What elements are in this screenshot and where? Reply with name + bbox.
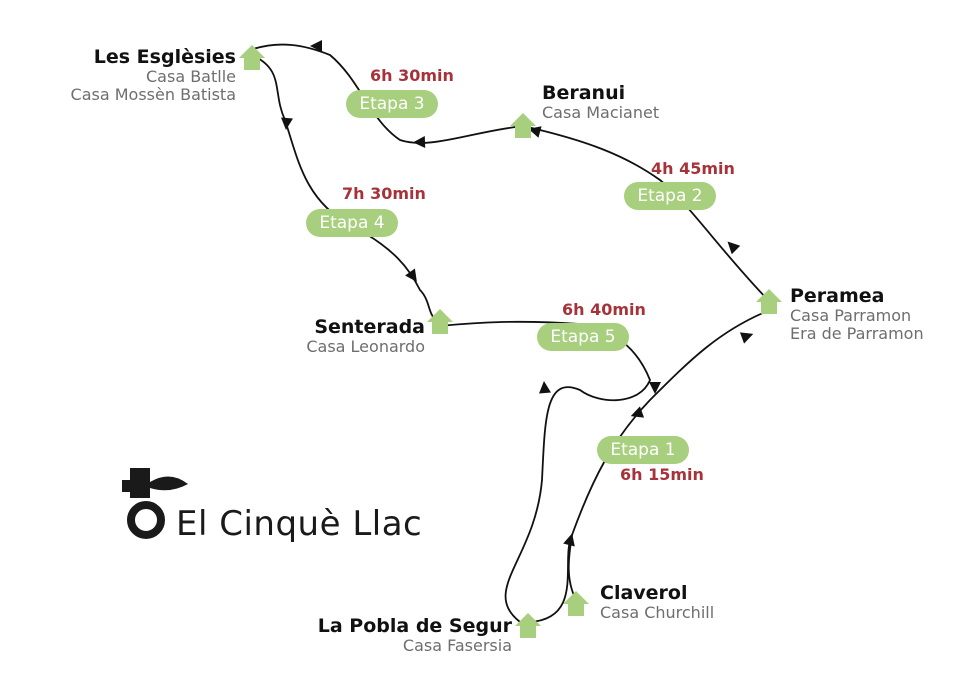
town-markers (239, 45, 782, 638)
house-icon (510, 113, 536, 138)
town-claverol: Claverol Casa Churchill (600, 584, 714, 621)
arrowhead-icon (739, 332, 754, 344)
lodging-name: Casa Macianet (542, 103, 660, 122)
brand-name: El Cinquè Llac (176, 504, 423, 544)
arrowhead-icon (405, 268, 417, 282)
town-name: Peramea (790, 285, 885, 307)
stage-duration-etapa-2: 4h 45min (651, 159, 735, 178)
house-icon (515, 613, 541, 638)
stage-pill-etapa-2: Etapa 2 (624, 182, 716, 210)
town-senterada: Senterada Casa Leonardo (306, 318, 425, 355)
arrowhead-icon (563, 533, 575, 547)
town-name: Senterada (314, 316, 425, 338)
stage-duration-etapa-3: 6h 30min (370, 66, 454, 85)
arrowhead-icon (413, 136, 426, 148)
direction-arrows (281, 40, 754, 547)
route-etapa-2 (522, 125, 769, 301)
town-name: Claverol (600, 582, 688, 604)
arrowhead-icon (630, 406, 645, 418)
arrowhead-icon (281, 117, 293, 130)
stage-duration-etapa-4: 7h 30min (342, 184, 426, 203)
lodging-name: Casa Leonardo (306, 337, 425, 356)
town-les-esglesies: Les Esglèsies Casa Batlle Casa Mossèn Ba… (71, 48, 236, 103)
stage-pill-etapa-3: Etapa 3 (346, 90, 438, 118)
route-etapa-5 (439, 320, 651, 623)
stage-pill-etapa-4: Etapa 4 (306, 209, 398, 237)
town-la-pobla-de-segur: La Pobla de Segur Casa Fasersia (318, 617, 512, 654)
lodging-name: Era de Parramon (790, 324, 924, 343)
lodging-name: Casa Batlle (146, 67, 236, 86)
arrowhead-icon (310, 40, 322, 52)
cinque-llac-logo-icon (122, 468, 188, 539)
lodging-name: Casa Parramon (790, 306, 912, 325)
house-icon (563, 591, 589, 616)
stage-pill-etapa-5: Etapa 5 (537, 323, 629, 351)
town-name: La Pobla de Segur (317, 615, 512, 637)
stage-duration-etapa-1: 6h 15min (620, 465, 704, 484)
house-icon (239, 45, 265, 70)
town-name: Beranui (542, 82, 626, 104)
town-beranui: Beranui Casa Macianet (542, 84, 659, 121)
stage-duration-etapa-5: 6h 40min (562, 300, 646, 319)
lodging-name: Casa Mossèn Batista (70, 85, 236, 104)
stage-pill-etapa-1: Etapa 1 (597, 436, 689, 464)
town-name: Les Esglèsies (93, 46, 236, 68)
house-icon (427, 309, 453, 334)
town-peramea: Peramea Casa Parramon Era de Parramon (790, 287, 924, 342)
arrowhead-icon (539, 381, 551, 394)
lodging-name: Casa Fasersia (402, 636, 512, 655)
arrowhead-icon (528, 126, 542, 138)
arrowhead-icon (649, 382, 661, 394)
lodging-name: Casa Churchill (600, 603, 715, 622)
house-icon (756, 289, 782, 314)
